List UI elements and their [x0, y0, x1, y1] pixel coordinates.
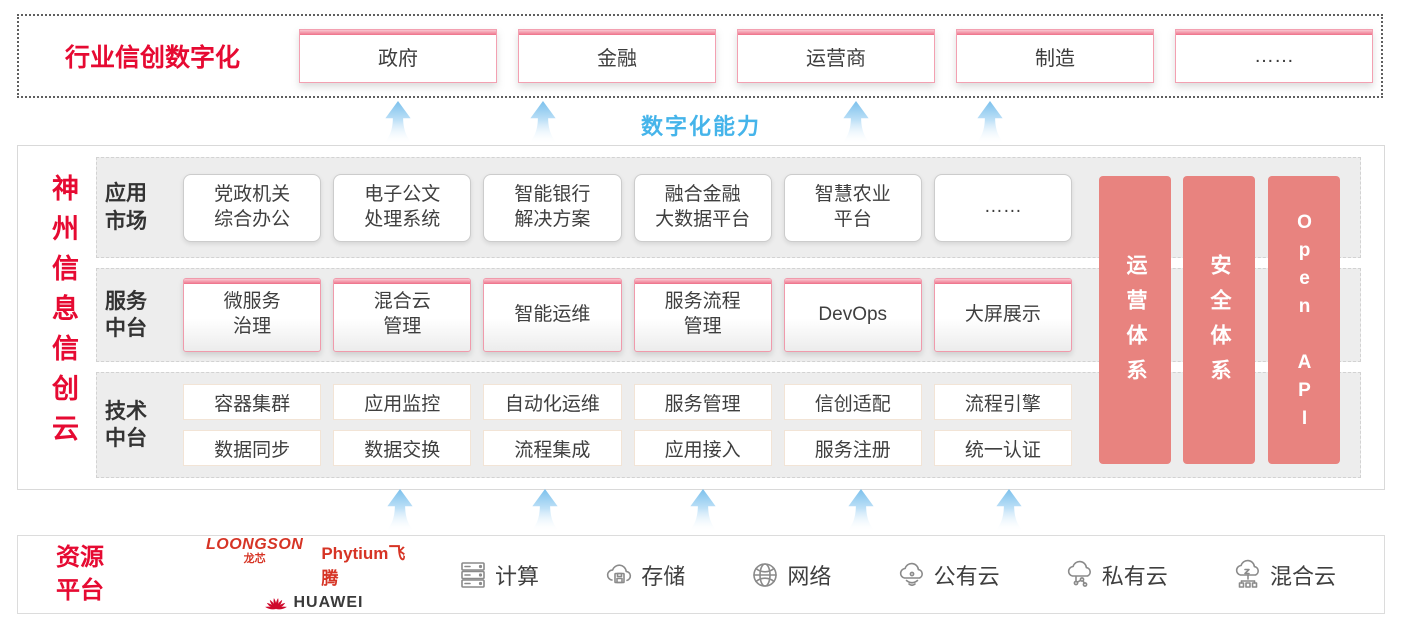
service-box: 微服务 治理 [183, 278, 322, 352]
service-middle-label: 服务 中台 [105, 289, 147, 340]
up-arrow-icon [994, 489, 1024, 532]
app-box: 融合金融 大数据平台 [633, 173, 772, 242]
tech-box: 应用监控 [333, 384, 472, 420]
app-market-label: 应用 市场 [105, 182, 147, 233]
app-market-items: 党政机关 综合办公 电子公文 处理系统 智能银行 解决方案 融合金融 大数据平台… [183, 173, 1072, 242]
tech-middle-items: 容器集群 应用监控 自动化运维 服务管理 信创适配 流程引擎 数据同步 数据交换… [183, 384, 1072, 466]
capability-label: 数字化能力 [640, 114, 761, 139]
industry-box-manufacturing: 制造 [956, 29, 1154, 83]
industry-list: 政府 金融 运营商 制造 …… [299, 29, 1373, 83]
resource-items: 计算 存储 网络 [457, 559, 1336, 591]
service-box: 混合云 管理 [333, 278, 472, 352]
resource-item-storage: 存储 [603, 559, 685, 591]
huawei-flower-icon [264, 597, 287, 609]
private-cloud-icon [1067, 560, 1091, 587]
huawei-logo: HUAWEI [264, 594, 364, 612]
platform-vertical-title: 神州信息信创云 [48, 174, 78, 454]
app-market-row: 应用 市场 党政机关 综合办公 电子公文 处理系统 智能银行 解决方案 融合金融… [96, 157, 1361, 258]
service-box: 智能运维 [483, 278, 622, 352]
resource-item-compute: 计算 [457, 559, 539, 591]
platform-rows: 应用 市场 党政机关 综合办公 电子公文 处理系统 智能银行 解决方案 融合金融… [96, 157, 1361, 478]
security-system-bar: 安全体系 [1183, 176, 1255, 464]
tech-box: 数据交换 [333, 430, 472, 466]
service-middle-row: 服务 中台 微服务 治理 混合云 管理 智能运维 服务流程 管理 DevOps … [96, 268, 1361, 362]
resource-platform-panel: 资源 平台 LOONGSON 龙芯 Phytium飞腾 [17, 535, 1385, 614]
industry-box-finance: 金融 [518, 29, 716, 83]
capability-arrow-band: 数字化能力 [0, 101, 1402, 145]
up-arrow-icon [530, 489, 560, 532]
service-box: DevOps [783, 278, 922, 352]
up-arrow-icon [846, 489, 876, 532]
resource-item-public-cloud: 公有云 [896, 559, 1000, 591]
app-box: 党政机关 综合办公 [183, 173, 322, 242]
tech-box: 信创适配 [783, 384, 922, 420]
industry-panel-title: 行业信创数字化 [65, 44, 241, 72]
industry-box-government: 政府 [299, 29, 497, 83]
server-icon [461, 561, 485, 588]
phytium-logo: Phytium飞腾 [321, 544, 406, 588]
resource-arrow-band [0, 489, 1402, 533]
open-api-bar: Open API [1268, 176, 1340, 464]
resource-item-hybrid-cloud: 混合云 [1232, 559, 1336, 591]
service-middle-items: 微服务 治理 混合云 管理 智能运维 服务流程 管理 DevOps 大屏展示 [183, 278, 1072, 352]
tech-box: 流程集成 [483, 430, 622, 466]
public-cloud-icon [899, 562, 923, 586]
tech-box: 自动化运维 [483, 384, 622, 420]
tech-middle-row: 技术 中台 容器集群 应用监控 自动化运维 服务管理 信创适配 流程引擎 数据同… [96, 372, 1361, 478]
storage-icon [607, 563, 632, 583]
up-arrow-icon [385, 489, 415, 532]
app-box-more: …… [933, 173, 1072, 242]
vendor-logos: LOONGSON 龙芯 Phytium飞腾 HUAWEI [206, 537, 421, 612]
tech-box: 服务管理 [633, 384, 772, 420]
tech-box: 数据同步 [183, 430, 322, 466]
app-box: 电子公文 处理系统 [333, 173, 472, 242]
up-arrow-icon [975, 101, 1005, 144]
hybrid-cloud-icon [1235, 559, 1259, 588]
tech-box: 容器集群 [183, 384, 322, 420]
xinchuang-cloud-panel: 神州信息信创云 应用 市场 党政机关 综合办公 电子公文 处理系统 智能银行 解… [17, 145, 1385, 490]
resource-platform-label: 资源 平台 [56, 544, 104, 604]
industry-box-telecom: 运营商 [737, 29, 935, 83]
app-box: 智慧农业 平台 [783, 173, 922, 242]
loongson-logo: LOONGSON 龙芯 [206, 536, 304, 565]
operation-system-bar: 运营体系 [1099, 176, 1171, 464]
tech-box: 服务注册 [783, 430, 922, 466]
tech-middle-label: 技术 中台 [105, 399, 147, 450]
tech-box: 统一认证 [933, 430, 1072, 466]
network-icon [753, 562, 778, 587]
up-arrow-icon [841, 101, 871, 144]
resource-item-private-cloud: 私有云 [1064, 559, 1168, 591]
service-box: 大屏展示 [933, 278, 1072, 352]
resource-item-network: 网络 [749, 559, 831, 591]
tech-box: 应用接入 [633, 430, 772, 466]
tech-box: 流程引擎 [933, 384, 1072, 420]
industry-digitalization-panel: 行业信创数字化 政府 金融 运营商 制造 …… [17, 14, 1383, 98]
industry-box-more: …… [1175, 29, 1373, 83]
up-arrow-icon [688, 489, 718, 532]
service-box: 服务流程 管理 [633, 278, 772, 352]
app-box: 智能银行 解决方案 [483, 173, 622, 242]
